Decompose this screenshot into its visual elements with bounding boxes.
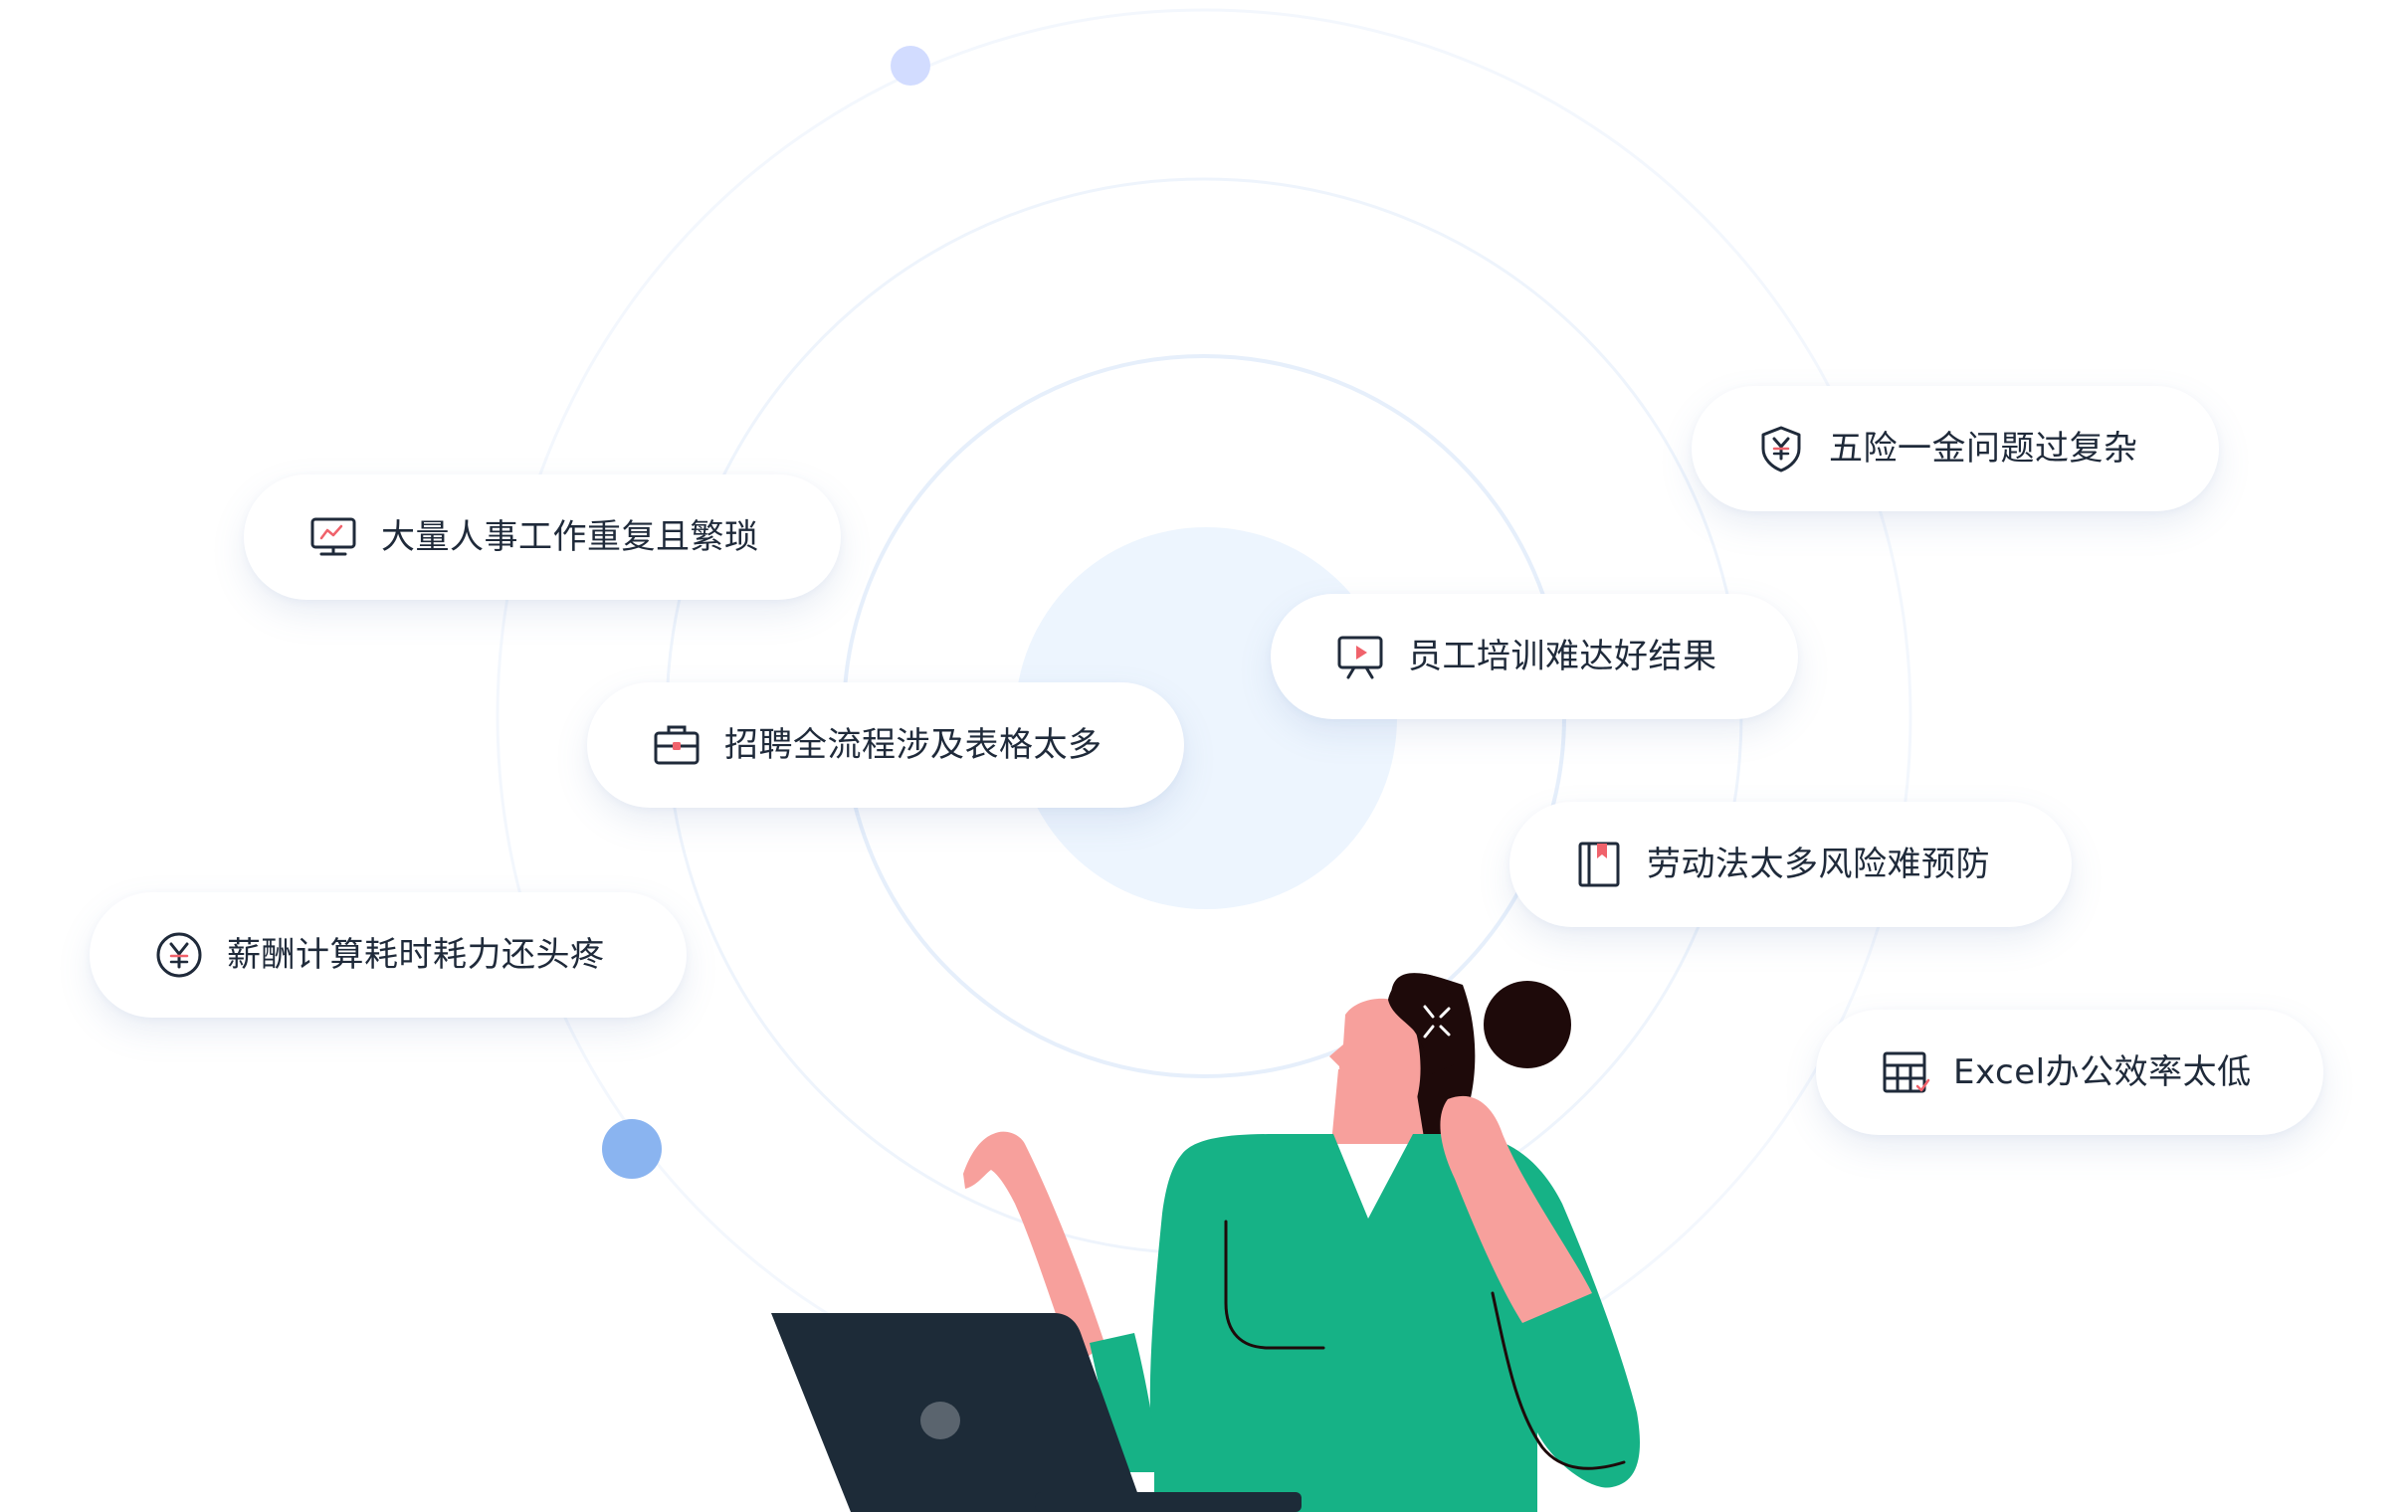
pain-point-label: 薪酬计算耗时耗力还头疼 <box>227 935 605 975</box>
shirt-crease-right <box>1491 1291 1626 1470</box>
yuan-shield-icon <box>1755 423 1807 474</box>
hair-bun <box>1484 981 1571 1068</box>
pain-point-insurance: 五险一金问题过复杂 <box>1692 386 2219 511</box>
briefcase-icon <box>651 719 702 771</box>
pain-point-label: 大量人事工作重复且繁琐 <box>381 517 759 557</box>
stress-mark <box>1423 1005 1451 1039</box>
pain-point-repetitive: 大量人事工作重复且繁琐 <box>244 474 841 600</box>
shirt-crease-left <box>1224 1220 1325 1350</box>
presentation-board-icon <box>1334 631 1386 682</box>
pain-point-label: 招聘全流程涉及表格太多 <box>724 725 1103 765</box>
shirt <box>1149 1134 1641 1512</box>
decor-dot-top <box>891 46 930 86</box>
spreadsheet-icon <box>1880 1046 1931 1098</box>
pain-point-recruiting: 招聘全流程涉及表格太多 <box>587 682 1184 808</box>
raised-arm <box>1440 1095 1592 1323</box>
pain-point-label: 五险一金问题过复杂 <box>1829 429 2138 469</box>
pain-point-training: 员工培训难达好结果 <box>1271 594 1798 719</box>
face <box>1329 998 1421 1115</box>
hair-front <box>1388 973 1458 1074</box>
left-sleeve <box>1090 1333 1159 1472</box>
yuan-coin-icon <box>153 929 205 981</box>
monitor-icon <box>307 511 359 563</box>
gesture-arm <box>963 1131 1104 1368</box>
pain-point-label: 劳动法太多风险难预防 <box>1647 845 1990 884</box>
pain-point-excel: Excel办公效率太低 <box>1816 1010 2323 1135</box>
pain-point-labor-law: 劳动法太多风险难预防 <box>1509 802 2072 927</box>
pain-point-payroll: 薪酬计算耗时耗力还头疼 <box>90 892 687 1018</box>
laptop-base <box>1035 1492 1302 1512</box>
bookmark-book-icon <box>1573 839 1625 890</box>
pain-point-label: Excel办公效率太低 <box>1953 1052 2252 1092</box>
pain-point-label: 员工培训难达好结果 <box>1408 637 1717 676</box>
decor-dot-left <box>602 1119 662 1179</box>
laptop-logo <box>920 1402 960 1439</box>
